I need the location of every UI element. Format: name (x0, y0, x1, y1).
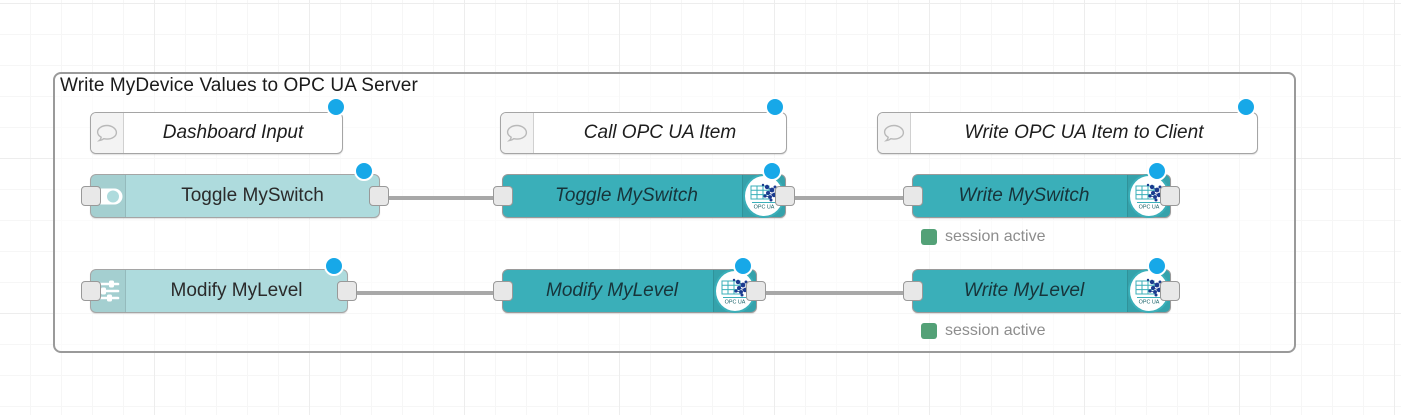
node-status-dot-call-opc-ua-item[interactable] (765, 97, 785, 117)
node-toggle-myswitch-opcua-item[interactable]: Toggle MySwitch (493, 174, 795, 218)
node-status-dot-toggle-myswitch-opcua-item[interactable] (762, 161, 782, 181)
wire-toggle-item-to-write[interactable] (786, 196, 912, 200)
node-status-dot-write-myswitch-opcua-client[interactable] (1147, 161, 1167, 181)
comment-bubble-icon (91, 113, 124, 153)
node-status-dot-modify-mylevel-ui[interactable] (324, 256, 344, 276)
comment-bubble-icon (501, 113, 534, 153)
comment-node-write-opc-ua-item-to-client[interactable]: Write OPC UA Item to Client (877, 112, 1258, 154)
comment-label: Write OPC UA Item to Client (964, 122, 1204, 143)
node-status-write-mylevel: session active (921, 322, 1046, 340)
node-label: Modify MyLevel (546, 280, 678, 301)
comment-node-dashboard-input[interactable]: Dashboard Input (90, 112, 343, 154)
node-modify-mylevel-ui[interactable]: Modify MyLevel (81, 269, 357, 313)
node-write-myswitch-opcua-client[interactable]: Write MySwitch (903, 174, 1180, 218)
node-status-dot-modify-mylevel-opcua-item[interactable] (733, 256, 753, 276)
comment-label: Call OPC UA Item (583, 122, 737, 143)
node-input-port[interactable] (493, 186, 513, 206)
status-indicator-icon (921, 229, 937, 245)
node-input-port[interactable] (81, 281, 101, 301)
node-status-dot-write-mylevel-opcua-client[interactable] (1147, 256, 1167, 276)
node-status-dot-dashboard-input[interactable] (326, 97, 346, 117)
svg-text:OPC UA: OPC UA (725, 300, 746, 306)
node-label: Toggle MySwitch (181, 185, 324, 206)
node-label: Write MySwitch (958, 185, 1090, 206)
node-label: Write MyLevel (963, 280, 1085, 301)
comment-bubble-icon (878, 113, 911, 153)
node-status-dot-toggle-myswitch-ui[interactable] (354, 161, 374, 181)
svg-text:OPC UA: OPC UA (754, 205, 775, 211)
node-status-dot-write-opc-ua-item-to-client[interactable] (1236, 97, 1256, 117)
node-input-port[interactable] (81, 186, 101, 206)
comment-node-call-opc-ua-item[interactable]: Call OPC UA Item (500, 112, 787, 154)
status-text: session active (945, 322, 1046, 339)
comment-label: Dashboard Input (162, 122, 304, 143)
flow-group-title: Write MyDevice Values to OPC UA Server (60, 75, 418, 96)
node-status-write-myswitch: session active (921, 228, 1046, 246)
node-label: Toggle MySwitch (555, 185, 698, 206)
node-output-port[interactable] (369, 186, 389, 206)
node-output-port[interactable] (1160, 186, 1180, 206)
node-modify-mylevel-opcua-item[interactable]: Modify MyLevel (493, 269, 766, 313)
wire-level-item-to-write[interactable] (757, 291, 912, 295)
svg-text:OPC UA: OPC UA (1139, 205, 1160, 211)
node-input-port[interactable] (493, 281, 513, 301)
node-label: Modify MyLevel (170, 280, 303, 301)
node-write-mylevel-opcua-client[interactable]: Write MyLevel (903, 269, 1180, 313)
svg-text:OPC UA: OPC UA (1139, 300, 1160, 306)
status-indicator-icon (921, 323, 937, 339)
node-toggle-myswitch-ui[interactable]: Toggle MySwitch (81, 174, 389, 218)
node-input-port[interactable] (903, 281, 923, 301)
status-text: session active (945, 228, 1046, 245)
node-output-port[interactable] (1160, 281, 1180, 301)
wire-toggle-ui-to-item[interactable] (382, 196, 502, 200)
wire-level-ui-to-item[interactable] (350, 291, 502, 295)
node-output-port[interactable] (337, 281, 357, 301)
node-output-port[interactable] (746, 281, 766, 301)
node-output-port[interactable] (775, 186, 795, 206)
node-input-port[interactable] (903, 186, 923, 206)
